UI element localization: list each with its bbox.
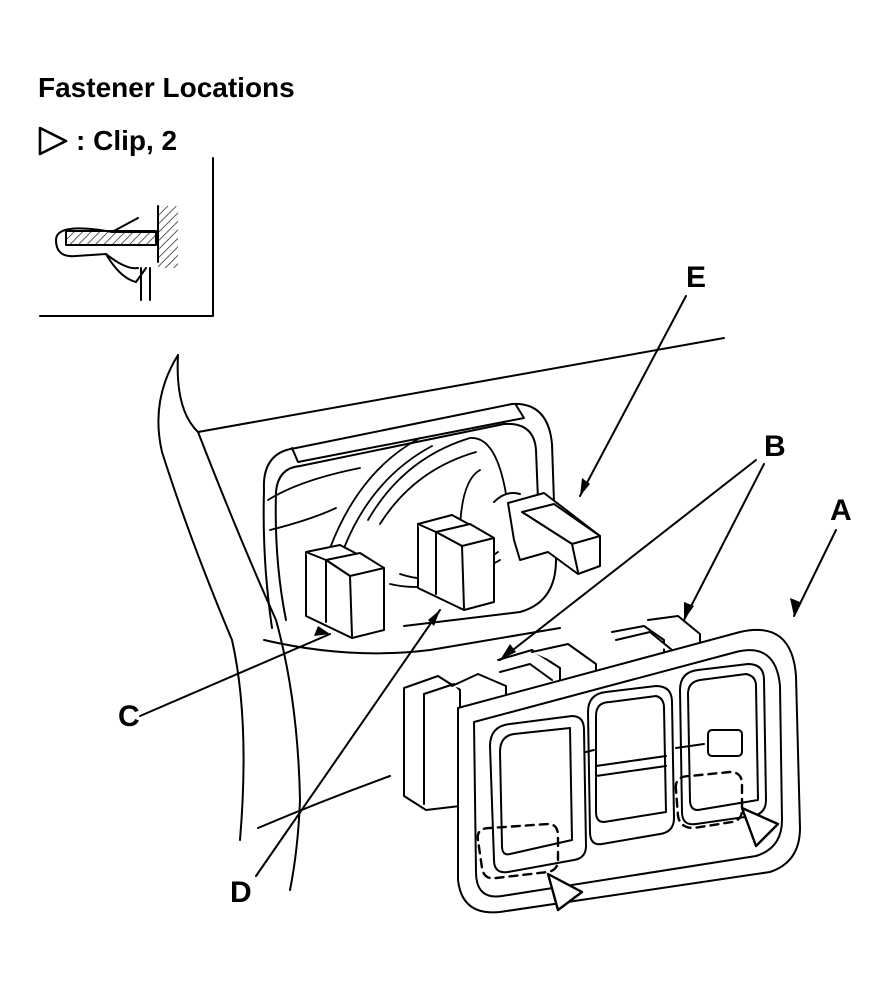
legend-label: : Clip, 2 (76, 125, 178, 156)
switch-panel-a (403, 615, 801, 914)
callout-c-label: C (118, 700, 140, 733)
panel-opening (262, 402, 557, 629)
clip-triangle-icon (546, 806, 780, 912)
clip-detail-inset (39, 157, 214, 317)
connector-e (493, 492, 601, 575)
dashboard-outline (157, 337, 725, 891)
leader-lines (139, 295, 837, 877)
callout-d-label: D (230, 876, 252, 909)
connector-d (417, 514, 495, 611)
clip-locations-dashed (476, 770, 744, 880)
leader-arrowheads (314, 478, 800, 660)
connector-c (305, 544, 385, 639)
wire-harness (267, 437, 507, 588)
legend: : Clip, 2 (36, 124, 177, 158)
page-title: Fastener Locations (38, 72, 295, 103)
callout-a-label: A (830, 494, 852, 527)
callout-b-label: B (764, 430, 786, 463)
callout-e-label: E (686, 261, 707, 294)
clip-triangle-icon (38, 126, 68, 156)
